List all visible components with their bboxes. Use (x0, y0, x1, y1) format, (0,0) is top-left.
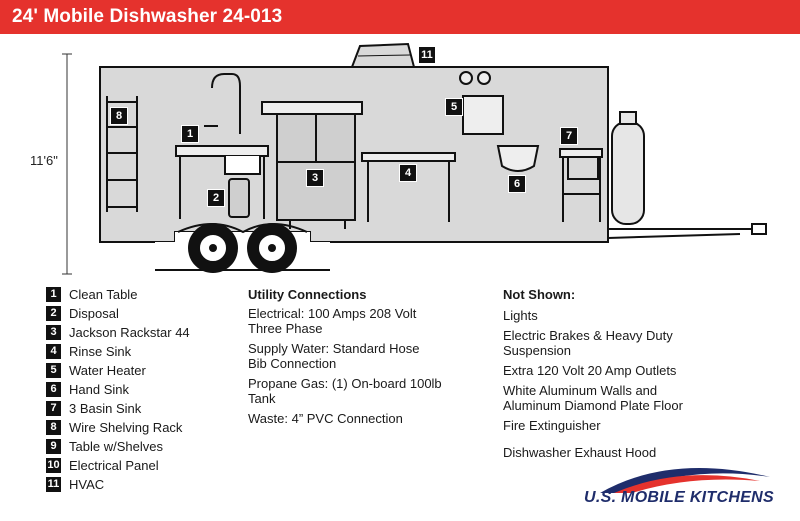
wheel-rear (247, 223, 297, 273)
legend-label: Table w/Shelves (69, 439, 163, 454)
legend-number: 6 (46, 382, 61, 397)
callout-4: 4 (399, 164, 417, 182)
wheel-front (188, 223, 238, 273)
callout-8: 8 (110, 107, 128, 125)
callout-7: 7 (560, 127, 578, 145)
callout-1: 1 (181, 125, 199, 143)
clean-table (175, 73, 269, 219)
utility-line: Electrical: 100 Amps 208 Volt Three Phas… (248, 306, 417, 336)
not-shown-line: Dishwasher Exhaust Hood (503, 445, 657, 460)
logo-text: U.S. MOBILE KITCHENS (584, 489, 775, 506)
legend-number: 3 (46, 325, 61, 340)
callout-6: 6 (508, 175, 526, 193)
legend-number: 1 (46, 287, 61, 302)
legend-label: Wire Shelving Rack (69, 420, 183, 435)
callout-11: 11 (418, 46, 436, 64)
legend-number: 9 (46, 439, 61, 454)
legend-label: Disposal (69, 306, 119, 321)
legend-number: 10 (46, 458, 61, 473)
not-shown-title: Not Shown: (503, 287, 576, 302)
page-title: 24' Mobile Dishwasher 24-013 (12, 6, 283, 27)
rinse-sink-table (361, 152, 456, 222)
legend-label: Jackson Rackstar 44 (69, 325, 190, 340)
legend-label: Clean Table (69, 287, 138, 302)
utility-connections: Utility Connections Electrical: 100 Amps… (248, 287, 448, 431)
not-shown-line: Fire Extinguisher (503, 418, 601, 433)
callout-2: 2 (207, 189, 225, 207)
propane-tank (611, 121, 645, 225)
height-dimension-label: 11'6" (30, 153, 58, 168)
dishwasher (261, 101, 363, 229)
utility-line: Supply Water: Standard Hose Bib Connecti… (248, 341, 420, 371)
utility-title: Utility Connections (248, 287, 367, 302)
disposal (228, 178, 250, 218)
legend-label: HVAC (69, 477, 105, 492)
callout-5: 5 (445, 98, 463, 116)
legend-number: 7 (46, 401, 61, 416)
not-shown-line: Lights (503, 308, 538, 323)
wire-shelving-rack (106, 96, 138, 212)
legend-number: 11 (46, 477, 61, 492)
logo-swoosh (600, 468, 770, 493)
three-basin-sink (559, 148, 603, 222)
legend-number: 2 (46, 306, 61, 321)
not-shown-line: Electric Brakes & Heavy Duty Suspension (503, 328, 673, 358)
legend-label: Rinse Sink (69, 344, 132, 359)
legend-label: Hand Sink (69, 382, 129, 397)
hand-sink (496, 145, 540, 172)
trailer-illustration (62, 42, 767, 275)
legend-number: 8 (46, 420, 61, 435)
legend-number: 5 (46, 363, 61, 378)
not-shown-line: Extra 120 Volt 20 Amp Outlets (503, 363, 677, 378)
header-bar: 24' Mobile Dishwasher 24-013 (0, 0, 800, 34)
callout-3: 3 (306, 169, 324, 187)
not-shown-list: Not Shown: Lights Electric Brakes & Heav… (503, 287, 703, 465)
legend-number: 4 (46, 344, 61, 359)
company-logo: U.S. MOBILE KITCHENS (580, 455, 780, 515)
utility-line: Propane Gas: (1) On-board 100lb Tank (248, 376, 442, 406)
not-shown-line: White Aluminum Walls and Aluminum Diamon… (503, 383, 683, 413)
legend-label: 3 Basin Sink (69, 401, 142, 416)
legend-label: Water Heater (69, 363, 146, 378)
legend-label: Electrical Panel (69, 458, 159, 473)
water-heater (459, 71, 504, 135)
utility-line: Waste: 4” PVC Connection (248, 411, 403, 426)
trailer-diagram: 11'6" 8 1 2 3 4 5 6 7 11 (0, 34, 800, 284)
